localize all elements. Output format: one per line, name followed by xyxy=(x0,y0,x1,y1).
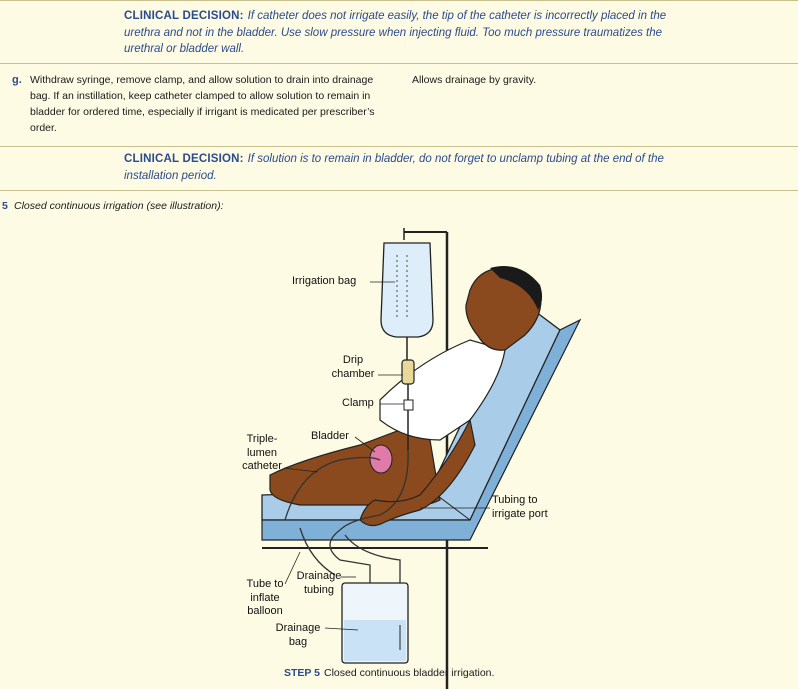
label-drip-chamber: Drip chamber xyxy=(331,354,375,380)
figure-caption: STEP 5 Closed continuous bladder irrigati… xyxy=(284,667,494,679)
label-irrigation-bag: Irrigation bag xyxy=(292,275,357,287)
drip-chamber xyxy=(401,359,415,450)
clinical-decision-2: CLINICAL DECISION:If solution is to rema… xyxy=(124,151,684,184)
label-drainage-tubing: Drainage tubing xyxy=(296,570,342,596)
clinical-decision-text: If solution is to remain in bladder, do … xyxy=(124,153,664,182)
caption-step: STEP 5 xyxy=(284,667,320,679)
step-g-letter: g. xyxy=(12,74,22,86)
irrigation-bag xyxy=(380,242,434,360)
drainage-bag xyxy=(341,582,409,664)
label-tubing-to-irrigate-port: Tubing to irrigate port xyxy=(492,494,548,520)
clinical-decision-band-2 xyxy=(0,146,798,191)
clinical-decision-label: CLINICAL DECISION: xyxy=(124,10,244,22)
label-bladder: Bladder xyxy=(311,430,349,442)
clinical-decision-text: If catheter does not irrigate easily, th… xyxy=(124,10,667,55)
label-tube-to-inflate-balloon: Tube to inflate balloon xyxy=(246,578,284,617)
step-5-text: Closed continuous irrigation (see illust… xyxy=(14,200,224,212)
label-triple-lumen-catheter: Triple-lumen catheter xyxy=(242,433,282,472)
step-g-rationale: Allows drainage by gravity. xyxy=(412,74,537,86)
label-clamp: Clamp xyxy=(342,397,374,409)
caption-text: Closed continuous bladder irrigation. xyxy=(324,667,495,679)
clinical-decision-band-1 xyxy=(0,0,798,64)
patient xyxy=(269,266,543,527)
step-g-text: Withdraw syringe, remove clamp, and allo… xyxy=(30,74,375,134)
leader-lines xyxy=(283,281,490,631)
clinical-decision-1: CLINICAL DECISION:If catheter does not i… xyxy=(124,8,684,58)
clinical-decision-label: CLINICAL DECISION: xyxy=(124,153,244,165)
tubing xyxy=(284,449,409,585)
label-drainage-bag: Drainage bag xyxy=(275,622,321,648)
step-5-number: 5 xyxy=(2,200,8,212)
